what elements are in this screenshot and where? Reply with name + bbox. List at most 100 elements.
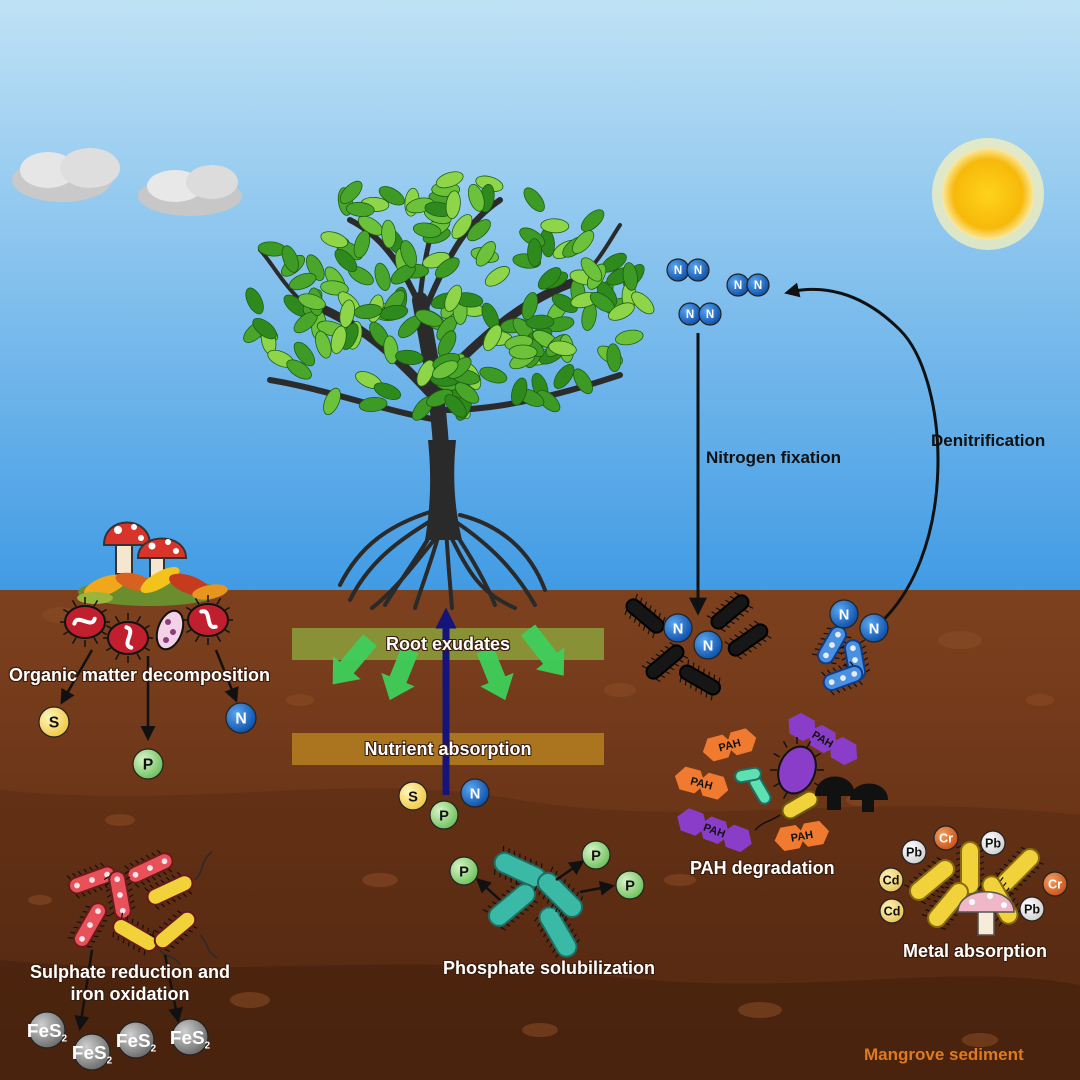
bacteria-icon <box>155 609 185 651</box>
nitrogen-atom-text: N <box>470 786 481 802</box>
nitrogen-atom-text: N <box>694 265 702 277</box>
bacteria-icon <box>183 595 233 645</box>
nitrogen-atom: N <box>460 778 490 808</box>
leaf <box>400 240 417 268</box>
leaf <box>484 266 510 287</box>
leaf <box>297 293 326 310</box>
leaf <box>323 387 341 415</box>
lead-atom-text: Pb <box>985 837 1001 851</box>
leaf <box>511 377 528 406</box>
leaf <box>551 293 578 313</box>
leaf <box>475 241 496 267</box>
chromium-atom: Cr <box>933 825 959 851</box>
leaf <box>330 325 347 354</box>
leaf <box>286 359 312 380</box>
bacteria-icon <box>679 659 721 701</box>
leaf <box>536 389 561 413</box>
nitrogen-atom-text: N <box>839 607 850 623</box>
pah-text: PAH <box>689 775 714 792</box>
iron-sulfide-molecule-text: FeS2 <box>27 1021 68 1045</box>
iron-sulfide-molecule-text: FeS2 <box>72 1043 113 1067</box>
phosphate-arrows <box>475 860 615 901</box>
phosphorus-atom: P <box>132 748 164 780</box>
leaf <box>606 343 622 373</box>
cadmium-atom-text: Cd <box>884 905 901 919</box>
cadmium-atom-text: Cd <box>883 874 900 888</box>
nitrogen-atom: N <box>686 258 710 282</box>
leaf <box>432 360 459 380</box>
leaf <box>454 382 480 404</box>
iron-sulfide-molecule: FeS2 <box>27 1011 68 1049</box>
phosphorus-atom: P <box>429 800 459 830</box>
metal-absorption-label: Metal absorption <box>903 941 1048 961</box>
organic-matter-label: Organic matter decomposition <box>9 665 271 685</box>
decomposition-arrows <box>60 649 239 741</box>
leaf <box>378 186 405 206</box>
leaf <box>467 219 491 242</box>
leaf <box>245 287 264 315</box>
leaf <box>358 396 388 413</box>
nitrogen-atom-text: N <box>703 638 714 654</box>
bacteria-icon <box>641 641 689 683</box>
pah-molecule: PAH <box>674 766 729 800</box>
sulfur-atom: S <box>38 706 70 738</box>
nitrogen-fixation-label: Nitrogen fixation <box>706 448 842 467</box>
sulphate-reduction-label: Sulphate reduction and iron oxidation <box>10 961 250 1005</box>
nitrogen-atom-text: N <box>673 621 684 637</box>
nitrogen-atom: N <box>666 258 690 282</box>
leaf <box>615 329 644 346</box>
bacteria-icon <box>706 591 754 633</box>
phosphorus-atom-text: P <box>459 864 469 880</box>
leaf <box>445 190 461 220</box>
leaf <box>381 219 397 249</box>
leaf <box>383 335 399 365</box>
cadmium-atom: Cd <box>878 867 904 893</box>
nitrogen-atom: N <box>225 702 257 734</box>
mushroom-icon <box>957 891 1015 936</box>
leaf <box>288 272 317 291</box>
leaf <box>525 314 555 330</box>
pah-molecule: PAH <box>788 712 858 766</box>
leaf <box>252 317 277 340</box>
leaf <box>379 304 409 321</box>
sulphate-reduction-line1: Sulphate reduction and <box>29 962 230 982</box>
leaf <box>444 394 467 418</box>
leaf <box>553 364 575 389</box>
mangrove-tree-icon <box>243 171 655 610</box>
iron-sulfide-molecule: FeS2 <box>170 1018 211 1056</box>
leaf <box>527 238 543 267</box>
nitrogen-atom: N <box>693 630 723 660</box>
bacteria-icon <box>533 866 584 921</box>
pah-degradation-label: PAH degradation <box>690 858 835 878</box>
leaf <box>508 344 538 360</box>
sulfur-atom: S <box>398 781 428 811</box>
leaf <box>281 245 299 273</box>
leaf <box>548 340 577 357</box>
cadmium-atom: Cd <box>879 898 905 924</box>
bacteria-icon <box>904 857 959 905</box>
phosphorus-atom: P <box>449 856 479 886</box>
iron-sulfide-molecule: FeS2 <box>116 1021 157 1059</box>
denitrification-arrow <box>784 282 940 632</box>
leaf <box>479 366 508 384</box>
bacteria-icon <box>821 661 864 696</box>
nitrogen-atom-text: N <box>734 280 742 292</box>
lead-atom-text: Pb <box>1024 903 1040 917</box>
phosphorus-atom-text: P <box>143 757 154 774</box>
leaf <box>353 230 371 259</box>
pah-molecule: PAH <box>774 820 829 851</box>
leaf <box>523 187 545 212</box>
leaf <box>320 231 349 248</box>
bacteria-icon <box>60 597 110 647</box>
leaf <box>573 368 593 395</box>
sun-icon <box>932 138 1044 250</box>
leaf <box>622 262 638 291</box>
leaf <box>631 291 655 315</box>
leaf <box>320 280 349 296</box>
nitrogen-atom-text: N <box>674 265 682 277</box>
bacteria-icon <box>921 881 974 930</box>
phosphate-solubilization-label: Phosphate solubilization <box>443 958 656 978</box>
nitrogen-atom-text: N <box>869 621 880 637</box>
leaf <box>521 292 539 321</box>
